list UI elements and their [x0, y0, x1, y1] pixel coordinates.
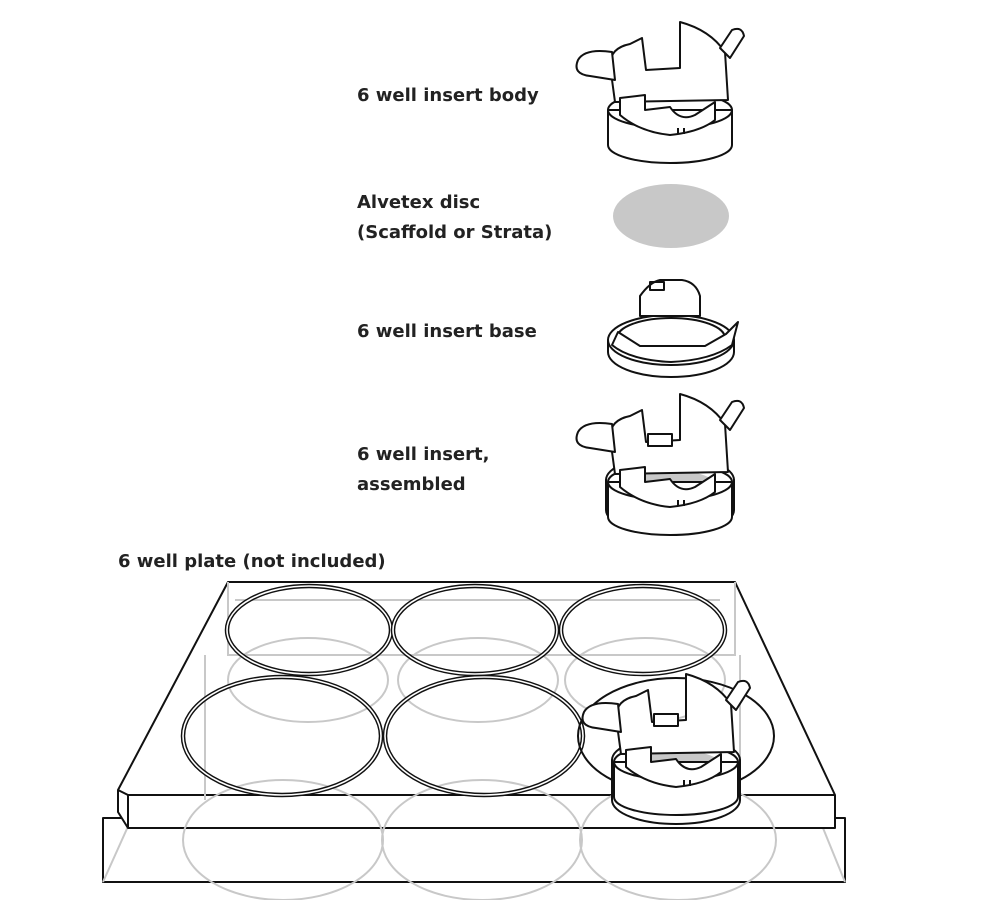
label-six-well-plate: 6 well plate (not included) — [118, 551, 386, 572]
label-insert-assembled-2: assembled — [357, 474, 466, 495]
insert-base-illustration — [607, 279, 739, 378]
insert-body-illustration — [575, 21, 745, 164]
assembled-insert-illustration — [575, 393, 745, 536]
label-insert-base: 6 well insert base — [357, 321, 537, 342]
label-alvetex-disc-types: (Scaffold or Strata) — [357, 222, 553, 243]
wells — [180, 583, 775, 798]
label-insert-assembled: 6 well insert, — [357, 444, 490, 465]
label-insert-body: 6 well insert body — [357, 85, 539, 106]
alvetex-disc-illustration — [613, 184, 729, 248]
label-alvetex-disc: Alvetex disc — [357, 192, 481, 213]
insert-in-well — [581, 673, 751, 825]
six-well-plate-illustration — [102, 581, 846, 900]
